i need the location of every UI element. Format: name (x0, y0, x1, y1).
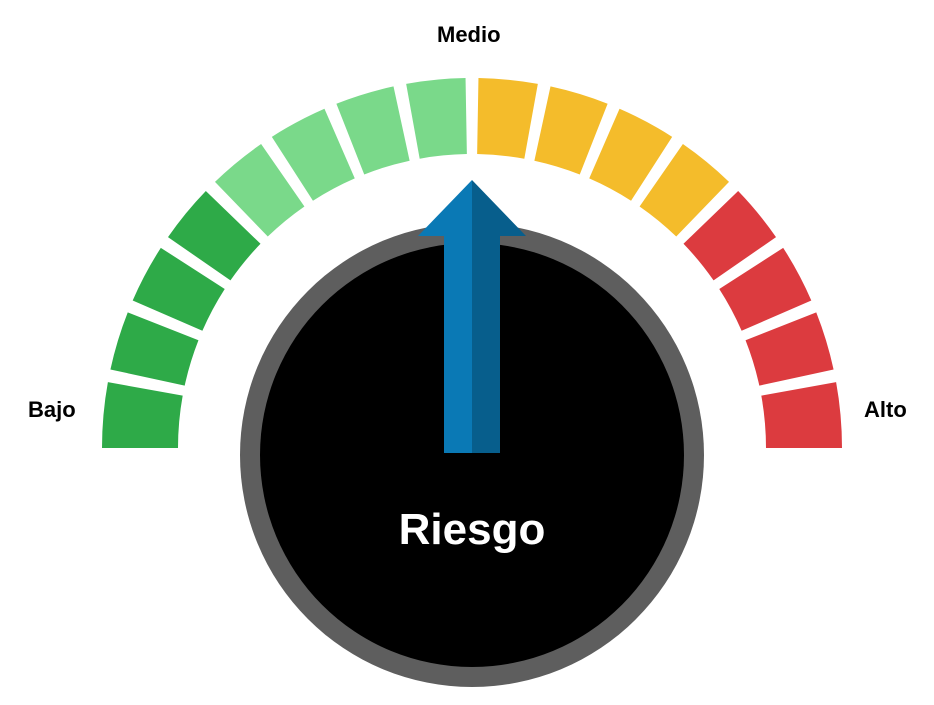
gauge-segment (132, 247, 225, 331)
gauge-segment (589, 108, 673, 201)
gauge-segment (271, 108, 355, 201)
gauge-title: Riesgo (398, 505, 546, 554)
gauge-segment (214, 143, 305, 237)
gauge-segment (761, 382, 842, 448)
gauge-segment (167, 190, 261, 281)
gauge-segment (534, 86, 608, 175)
gauge-segment (683, 190, 777, 281)
gauge-segment (336, 86, 410, 175)
gauge-needle (418, 180, 526, 453)
gauge-segments (102, 78, 842, 448)
needle-arrow-right (472, 180, 526, 453)
gauge-segment (110, 312, 199, 386)
gauge-segment (745, 312, 834, 386)
scale-label-high: Alto (864, 397, 907, 422)
gauge-segment (406, 78, 467, 159)
gauge-segment (102, 382, 183, 448)
gauge-segment (719, 247, 812, 331)
gauge-segment (639, 143, 730, 237)
needle-arrow-left (418, 180, 472, 453)
scale-label-low: Bajo (28, 397, 76, 422)
dial-face (260, 243, 684, 667)
gauge-segment (477, 78, 538, 159)
scale-label-mid: Medio (437, 22, 501, 47)
